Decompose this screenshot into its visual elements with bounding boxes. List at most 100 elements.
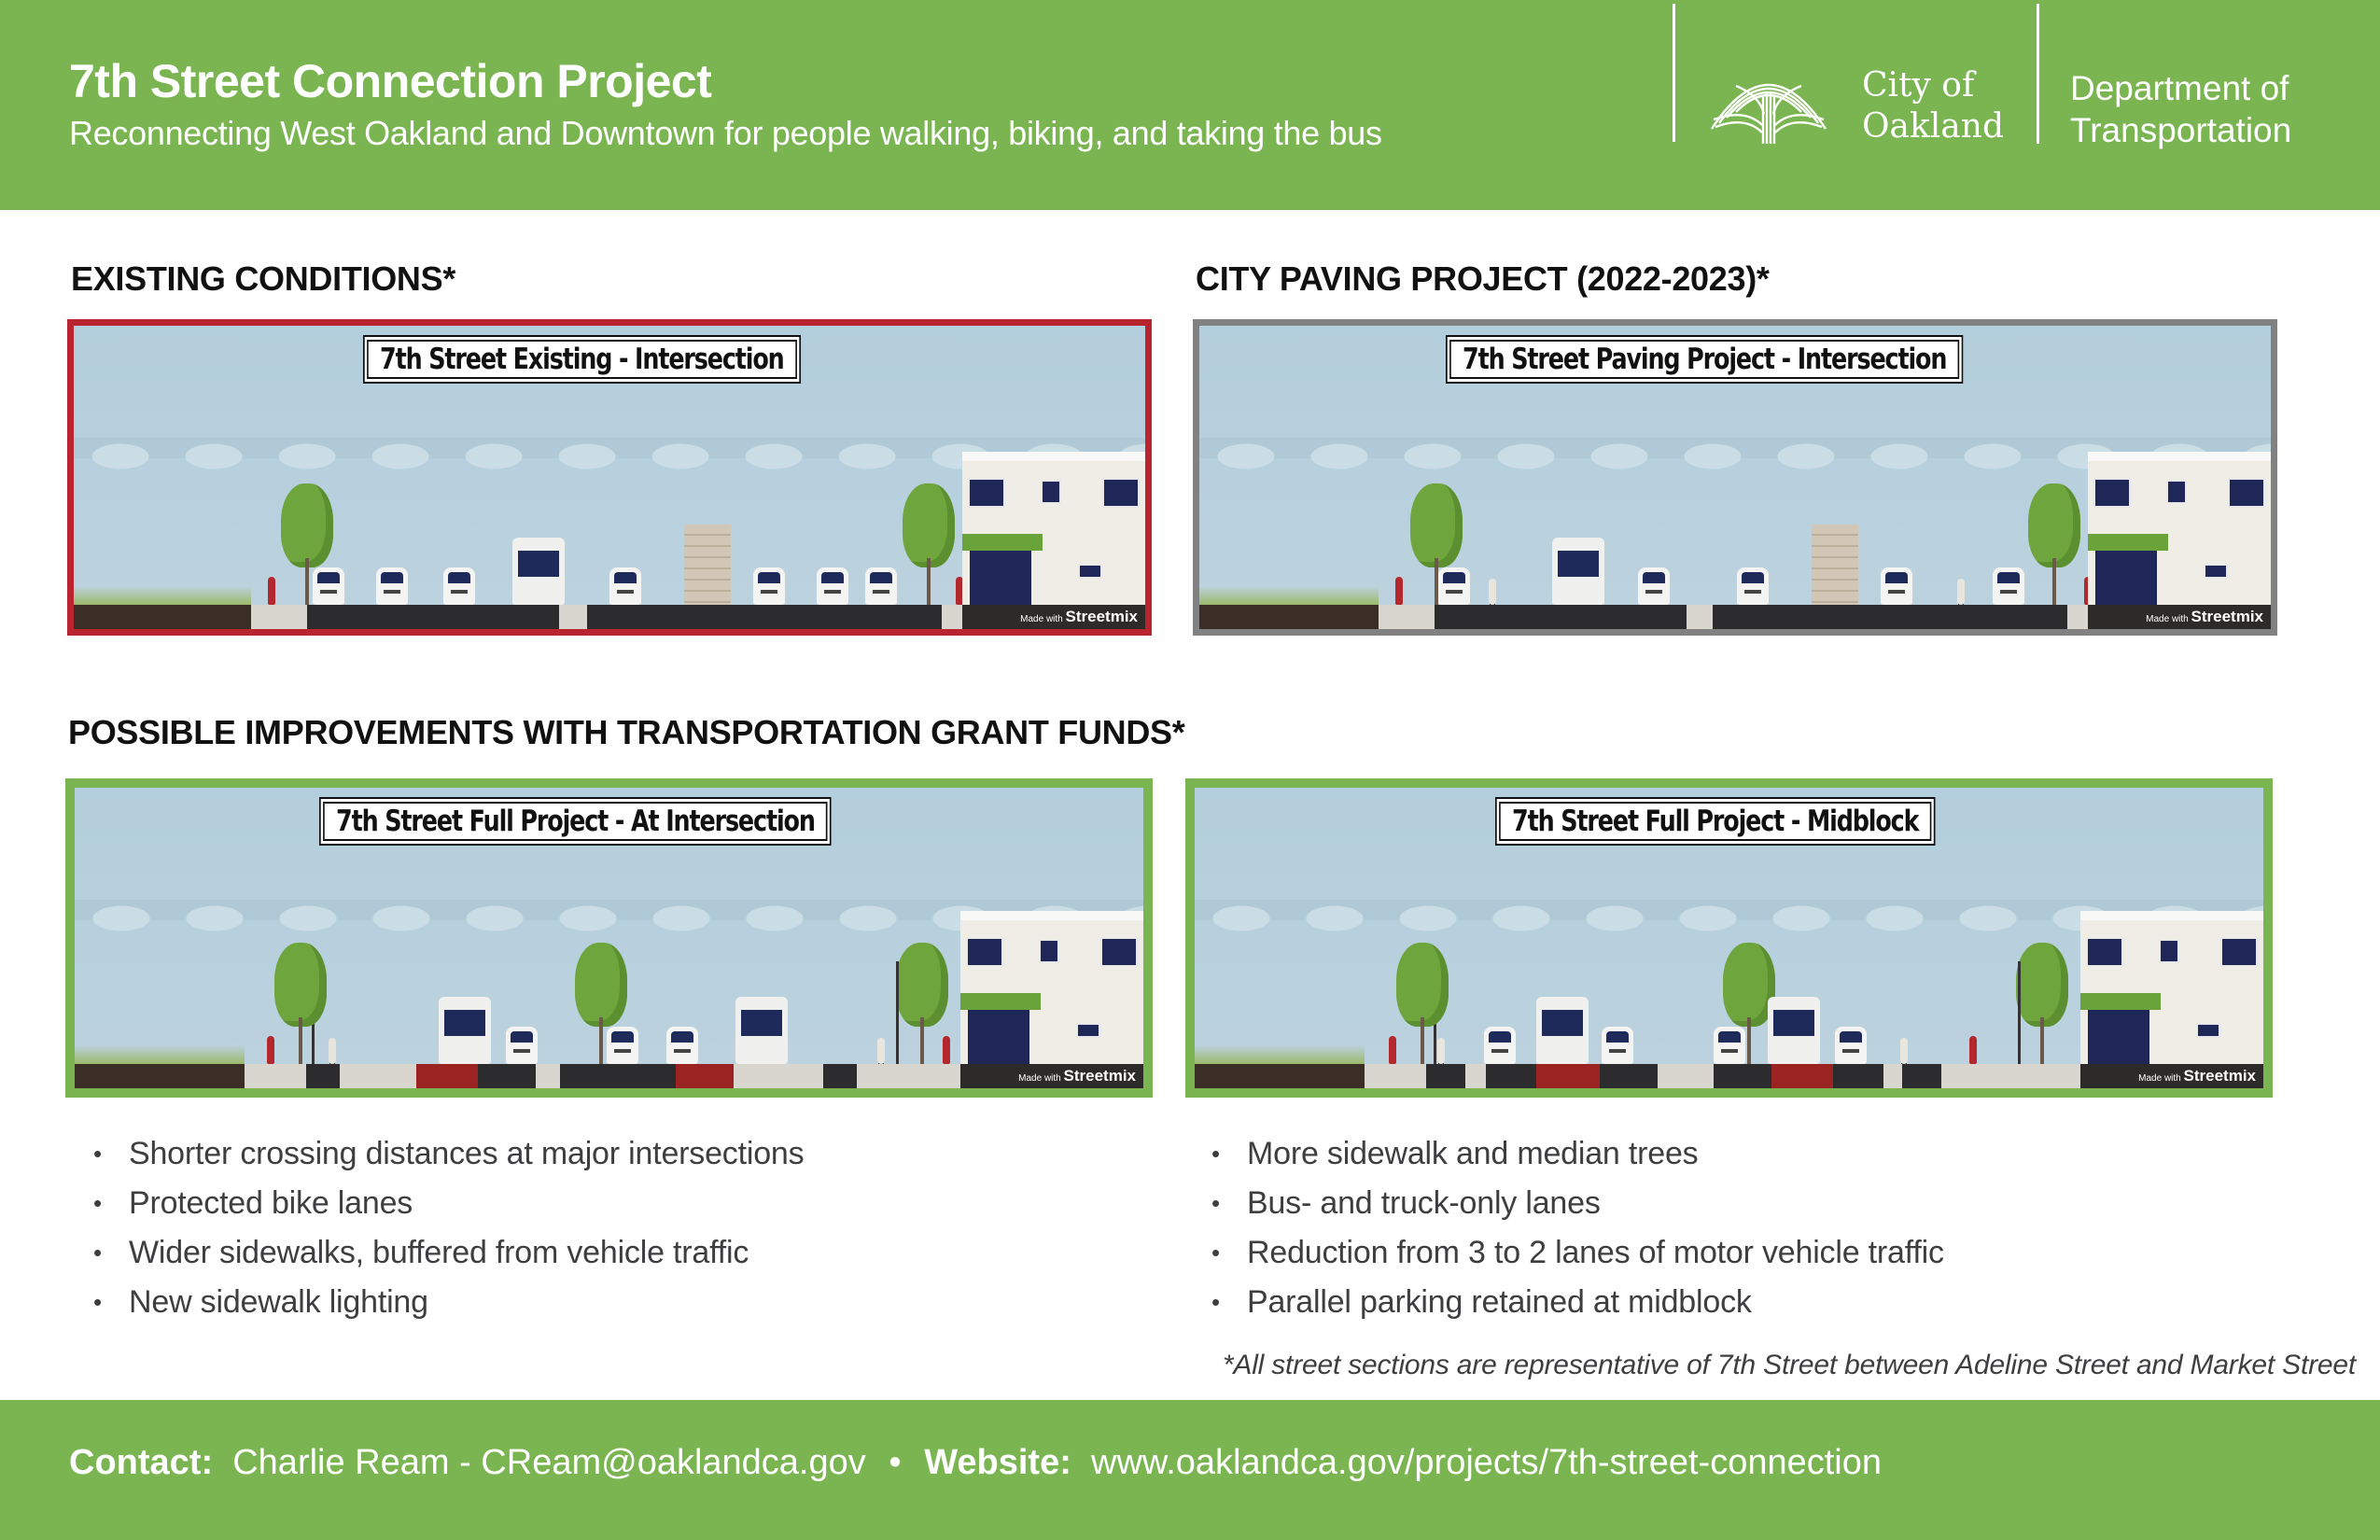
list-item: •Wider sidewalks, buffered from vehicle … <box>90 1228 804 1278</box>
list-item: •Protected bike lanes <box>90 1179 804 1228</box>
box-truck-icon <box>684 525 731 605</box>
page-subtitle: Reconnecting West Oakland and Downtown f… <box>69 114 1382 152</box>
parked-car-icon <box>1484 1027 1516 1064</box>
bullet-icon: • <box>1211 1140 1220 1168</box>
car-icon <box>1638 567 1670 605</box>
tree-icon <box>896 943 948 1064</box>
tree-icon <box>903 483 955 605</box>
streetmix-watermark: Made with Streetmix <box>960 1064 1143 1088</box>
header-divider <box>1673 4 1675 142</box>
footnote: *All street sections are representative … <box>1222 1350 2356 1380</box>
street-section-sign: 7th Street Existing - Intersection <box>363 335 801 384</box>
car-icon <box>609 567 641 605</box>
oak-tree-logo-icon <box>1710 83 1827 144</box>
car-icon <box>1438 567 1470 605</box>
contact-line: Contact: Charlie Ream - CReam@oaklandca.… <box>69 1443 1883 1482</box>
pedestrian-icon <box>1969 1036 1977 1064</box>
city-line-2: Oakland <box>1862 107 2004 146</box>
website-link[interactable]: www.oaklandca.gov/projects/7th-street-co… <box>1091 1443 1883 1482</box>
car-icon <box>865 567 897 605</box>
car-icon <box>313 567 344 605</box>
car-icon <box>443 567 475 605</box>
truck-icon <box>735 997 788 1064</box>
dept-line-2: Transportation <box>2070 111 2292 149</box>
street-section-sign: 7th Street Full Project - Midblock <box>1495 797 1936 846</box>
street-section-sign: 7th Street Paving Project - Intersection <box>1446 335 1964 384</box>
building-icon <box>960 911 1143 1088</box>
street-lamp-icon <box>896 961 899 1064</box>
city-of-oakland-wordmark: City of Oakland <box>1862 65 2004 147</box>
improvements-list-right: •More sidewalk and median trees •Bus- an… <box>1208 1129 1944 1327</box>
bullet-icon: • <box>93 1239 102 1267</box>
full-project-intersection-section: 7th Street Full Project - At Intersectio… <box>65 778 1153 1098</box>
cyclist-icon <box>1489 579 1496 605</box>
possible-improvements-heading: POSSIBLE IMPROVEMENTS WITH TRANSPORTATIO… <box>68 713 1185 751</box>
building-icon <box>2080 911 2263 1088</box>
tree-icon <box>2028 483 2080 605</box>
existing-street-section: 7th Street Existing - Intersection <box>67 319 1152 636</box>
tree-icon <box>1410 483 1463 605</box>
dept-line-1: Department of <box>2070 69 2289 107</box>
pedestrian-icon <box>267 1036 274 1064</box>
cyclist-icon <box>329 1038 336 1064</box>
footer-banner: Contact: Charlie Ream - CReam@oaklandca.… <box>0 1400 2380 1540</box>
pedestrian-icon <box>956 577 963 605</box>
car-icon <box>1737 567 1769 605</box>
bullet-icon: • <box>93 1189 102 1217</box>
box-truck-icon <box>1812 525 1858 605</box>
existing-conditions-heading: EXISTING CONDITIONS* <box>71 259 456 298</box>
car-icon <box>376 567 408 605</box>
header-banner: 7th Street Connection Project Reconnecti… <box>0 0 2380 210</box>
tree-icon <box>2016 943 2068 1064</box>
paving-street-section: 7th Street Paving Project - Intersection <box>1193 319 2277 636</box>
tree-icon <box>281 483 333 605</box>
list-item: •More sidewalk and median trees <box>1208 1129 1944 1179</box>
list-item: •Reduction from 3 to 2 lanes of motor ve… <box>1208 1228 1944 1278</box>
city-line-1: City of <box>1862 66 1975 105</box>
tree-icon <box>575 943 627 1064</box>
list-item: •Bus- and truck-only lanes <box>1208 1179 1944 1228</box>
car-icon <box>1714 1027 1745 1064</box>
tree-icon <box>1723 943 1775 1064</box>
car-icon <box>817 567 848 605</box>
street-section-sign: 7th Street Full Project - At Intersectio… <box>319 797 832 846</box>
car-icon <box>506 1027 538 1064</box>
cyclist-icon <box>1900 1038 1908 1064</box>
truck-icon <box>1552 538 1604 605</box>
header-divider <box>2037 4 2039 144</box>
cyclist-icon <box>1437 1038 1445 1064</box>
pedestrian-icon <box>943 1036 950 1064</box>
car-icon <box>1993 567 2024 605</box>
car-icon <box>607 1027 638 1064</box>
streetmix-watermark: Made with Streetmix <box>2088 605 2271 629</box>
bus-icon <box>439 997 491 1064</box>
car-icon <box>753 567 785 605</box>
improvements-list-left: •Shorter crossing distances at major int… <box>90 1129 805 1327</box>
tree-icon <box>1396 943 1449 1064</box>
truck-icon <box>512 538 565 605</box>
cyclist-icon <box>1957 579 1965 605</box>
bullet-icon: • <box>1211 1239 1220 1267</box>
car-icon <box>666 1027 698 1064</box>
cyclist-icon <box>877 1038 885 1064</box>
pedestrian-icon <box>268 577 275 605</box>
pedestrian-icon <box>1389 1036 1396 1064</box>
bus-icon <box>1536 997 1589 1064</box>
bullet-icon: • <box>93 1288 102 1316</box>
full-project-midblock-section: 7th Street Full Project - Midblock <box>1185 778 2273 1098</box>
streetmix-watermark: Made with Streetmix <box>962 605 1145 629</box>
contact-label: Contact <box>69 1443 202 1482</box>
streetmix-watermark: Made with Streetmix <box>2080 1064 2263 1088</box>
bullet-icon: • <box>93 1140 102 1168</box>
car-icon <box>1881 567 1912 605</box>
building-icon <box>2088 452 2271 629</box>
list-item: •New sidewalk lighting <box>90 1278 804 1327</box>
paving-project-heading: CITY PAVING PROJECT (2022-2023)* <box>1196 259 1770 298</box>
street-lamp-icon <box>2018 961 2021 1064</box>
separator-dot: • <box>889 1443 902 1482</box>
list-item: •Shorter crossing distances at major int… <box>90 1129 805 1179</box>
list-item: •Parallel parking retained at midblock <box>1208 1278 1944 1327</box>
website-label: Website <box>924 1443 1060 1482</box>
contact-email-link[interactable]: Charlie Ream - CReam@oaklandca.gov <box>232 1443 866 1482</box>
bullet-icon: • <box>1211 1288 1220 1316</box>
